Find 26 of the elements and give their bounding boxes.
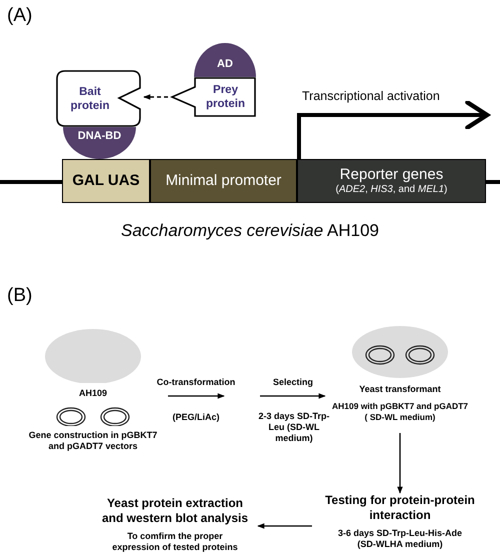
- step-title: Testing for protein-protein interaction: [324, 493, 476, 523]
- step-description: 3-6 days SD-Trp-Leu-His-Ade (SD-WLHA medium): [336, 528, 464, 550]
- domain-label: DNA-BD: [78, 130, 122, 143]
- arrow: [397, 433, 403, 494]
- arrow: [257, 523, 312, 529]
- method-label: (PEG/LiAc): [171, 411, 220, 424]
- step-description: To comfirm the proper expression of tested proteins: [111, 531, 239, 553]
- strain-label: AH109: [78, 388, 107, 399]
- arrow: [260, 393, 326, 399]
- condition-label: 2-3 days SD-Trp-Leu (SD-WL medium): [257, 411, 331, 444]
- domain-label: AD: [217, 58, 233, 71]
- strain-caption: Saccharomyces cerevisiae AH109: [120, 220, 380, 242]
- arrow: [143, 94, 168, 100]
- protein-label: Prey protein: [205, 83, 246, 111]
- arrow: [168, 393, 225, 399]
- panel-label: (A): [7, 4, 32, 28]
- step-title: Yeast protein extraction and western blot analysis: [100, 496, 250, 526]
- arrow: [297, 100, 490, 159]
- reporter-gene-box: Reporter genes (ADE2, HIS3, and MEL1): [297, 159, 486, 203]
- activation-sequence-box: GAL UAS: [62, 159, 150, 203]
- panel-label: (B): [7, 284, 32, 308]
- protein-label: Bait protein: [70, 84, 110, 112]
- step-title: Yeast transformant: [359, 384, 441, 395]
- step-description: AH109 with pGBKT7 and pGADT7 ( SD-WL medium): [332, 401, 468, 423]
- promoter-box: Minimal promoter: [150, 159, 297, 203]
- step-description: Gene construction in pGBKT7 and pGADT7 vectors: [28, 430, 158, 452]
